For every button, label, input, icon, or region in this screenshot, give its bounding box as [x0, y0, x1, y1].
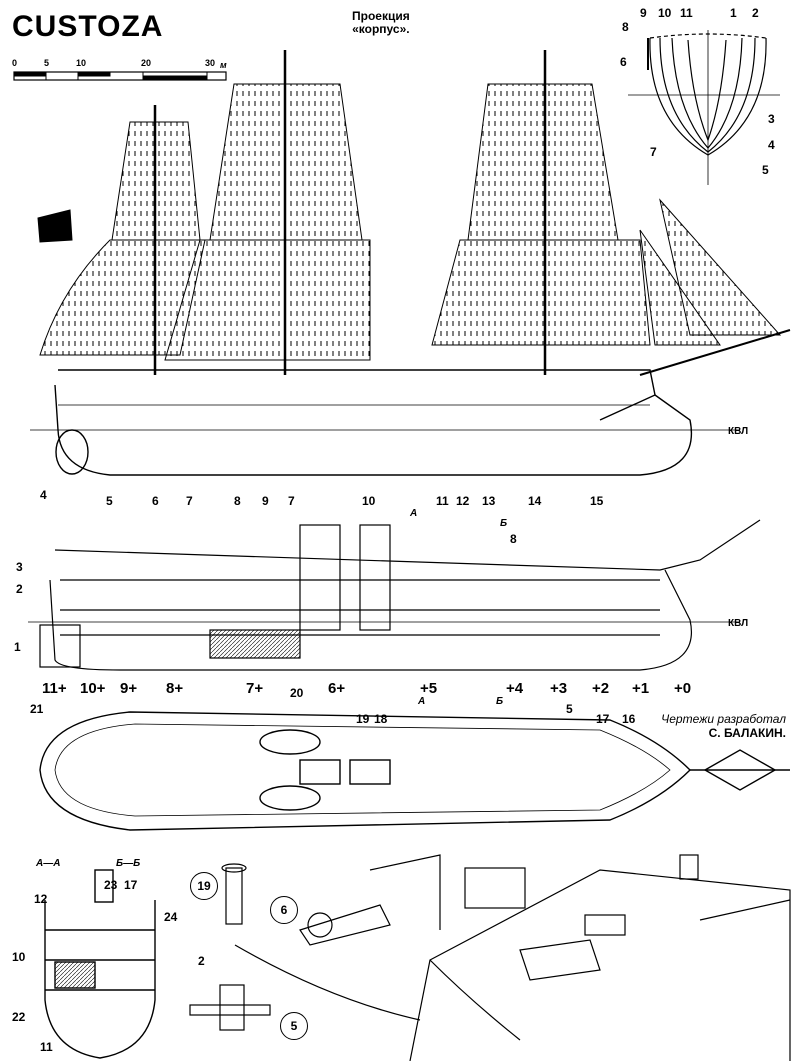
section-mark-b-bot: Б: [496, 696, 504, 707]
detail-marker-5: 5: [280, 1012, 308, 1040]
bodyplan-label-11: 11: [680, 6, 693, 20]
section-label-7: 7: [186, 494, 193, 508]
section-label-15: 15: [590, 494, 604, 508]
section-label-7b: 7: [288, 494, 295, 508]
scale-label-20: 20: [141, 58, 152, 68]
bodyplan-label-10: 10: [658, 6, 672, 20]
frame-0: +0: [674, 680, 692, 697]
frame-7: 7+: [246, 680, 264, 697]
frame-9: 9+: [120, 680, 138, 697]
frame-2: +2: [592, 680, 610, 697]
section-mark-b-top: Б: [500, 518, 508, 529]
cross-label-24: 24: [164, 910, 178, 924]
cross-label-10: 10: [12, 950, 26, 964]
section-label-1: 1: [14, 640, 21, 654]
credit: Чертежи разработал С. БАЛАКИН.: [640, 712, 786, 740]
body-plan: [628, 30, 780, 185]
section-label-17: 17: [596, 712, 610, 726]
frame-11: 11+: [42, 680, 67, 697]
cross-label-23: 23: [104, 878, 118, 892]
section-label-3: 3: [16, 560, 23, 574]
bodyplan-label-4: 4: [768, 138, 775, 152]
frame-10: 10+: [80, 680, 106, 697]
cross-section: [44, 869, 156, 1059]
bodyplan-label-2: 2: [752, 6, 759, 20]
cross-section-bb: Б—Б: [116, 858, 141, 869]
scale-label-5: 5: [44, 58, 50, 68]
section-label-13: 13: [482, 494, 496, 508]
projection-caption: Проекция «корпус».: [352, 10, 410, 36]
longitudinal-section: [28, 519, 761, 671]
section-label-8: 8: [234, 494, 241, 508]
section-label-5: 5: [106, 494, 113, 508]
section-mark-a-top: А: [410, 508, 418, 519]
ship-title: CUSTOZA: [12, 10, 164, 43]
scale-bar: [13, 71, 227, 81]
section-label-21: 21: [30, 702, 44, 716]
scale-label-30: 30: [205, 58, 216, 68]
cross-label-2: 2: [198, 954, 205, 968]
section-label-10: 10: [362, 494, 376, 508]
section-label-9: 9: [262, 494, 269, 508]
waterline-label-profile: КВЛ: [728, 426, 749, 437]
bodyplan-label-9: 9: [640, 6, 647, 20]
profile-label-prop: 4: [40, 488, 47, 502]
bodyplan-label-1: 1: [730, 6, 737, 20]
bodyplan-label-8: 8: [622, 20, 629, 34]
frame-5: +5: [420, 680, 438, 697]
section-label-8b: 8: [510, 532, 517, 546]
profile-hull: [30, 369, 740, 476]
projection-line1: Проекция: [352, 9, 410, 23]
detail-marker-19: 19: [190, 872, 218, 900]
frame-8: 8+: [166, 680, 184, 697]
cross-label-22: 22: [12, 1010, 26, 1024]
frame-3: +3: [550, 680, 568, 697]
section-label-12: 12: [456, 494, 470, 508]
sails: [37, 50, 791, 376]
scale-label-10: 10: [76, 58, 87, 68]
cross-label-17: 17: [124, 878, 138, 892]
section-label-20: 20: [290, 686, 304, 700]
frame-4: +4: [506, 680, 524, 697]
cross-label-11: 11: [40, 1040, 53, 1054]
bodyplan-label-3: 3: [768, 112, 775, 126]
detail-19-pillar: [221, 863, 247, 925]
section-label-14: 14: [528, 494, 542, 508]
section-label-11: 11: [436, 494, 449, 508]
frame-1: +1: [632, 680, 650, 697]
projection-line2: «корпус».: [352, 22, 410, 36]
section-label-16: 16: [622, 712, 636, 726]
scale-label-0: 0: [12, 58, 18, 68]
bodyplan-label-5: 5: [762, 163, 769, 177]
detail-5-capstan: [189, 984, 271, 1031]
waterline-label-section: КВЛ: [728, 618, 749, 629]
frame-6: 6+: [328, 680, 346, 697]
perspective-deck: [409, 854, 791, 1061]
credit-line1: Чертежи разработал: [661, 712, 786, 726]
section-label-5b: 5: [566, 702, 573, 716]
section-label-2: 2: [16, 582, 23, 596]
scale-unit: м: [220, 60, 227, 70]
cross-label-12: 12: [34, 892, 48, 906]
credit-line2: С. БАЛАКИН.: [708, 726, 786, 740]
section-mark-a-bot: А: [418, 696, 426, 707]
detail-marker-6: 6: [270, 896, 298, 924]
deck-plan: [39, 711, 790, 831]
bodyplan-label-7: 7: [650, 145, 657, 159]
section-label-6: 6: [152, 494, 159, 508]
cross-section-aa: А—А: [36, 858, 61, 869]
detail-6-gun: [234, 854, 441, 1021]
bodyplan-label-6: 6: [620, 55, 627, 69]
